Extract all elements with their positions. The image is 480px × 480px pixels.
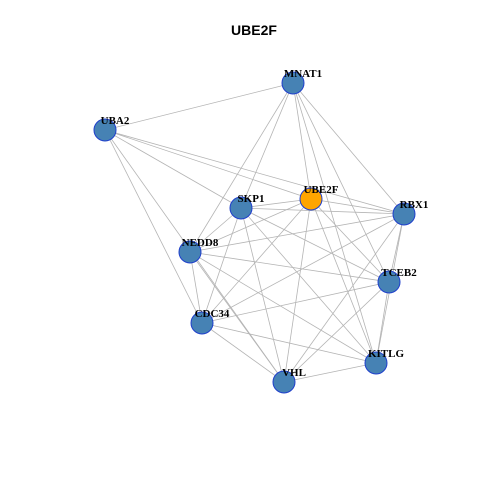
edge-layer — [104, 82, 405, 383]
edge-ube2f-skp1 — [240, 198, 312, 209]
graph-title: UBE2F — [231, 22, 277, 38]
edge-mnat1-kitlg — [292, 82, 377, 364]
edge-cdc34-vhl — [201, 322, 285, 383]
edge-ube2f-nedd8 — [189, 198, 312, 253]
edge-nedd8-rbx1 — [189, 213, 405, 253]
node-ube2f[interactable] — [299, 187, 323, 211]
edge-nedd8-kitlg — [189, 251, 377, 364]
edge-ube2f-vhl — [283, 198, 312, 383]
edge-nedd8-cdc34 — [189, 251, 203, 324]
node-kitlg[interactable] — [364, 351, 388, 375]
edge-mnat1-uba2 — [104, 82, 294, 131]
edge-cdc34-kitlg — [201, 322, 377, 364]
edge-mnat1-nedd8 — [189, 82, 294, 253]
node-nedd8[interactable] — [178, 240, 202, 264]
node-layer — [93, 71, 416, 394]
node-label-cdc34: CDC34 — [195, 308, 230, 320]
edge-kitlg-vhl — [283, 362, 377, 383]
node-label-tceb2: TCEB2 — [381, 267, 417, 279]
edge-ube2f-kitlg — [310, 198, 377, 364]
edge-mnat1-rbx1 — [292, 82, 405, 215]
node-mnat1[interactable] — [281, 71, 305, 95]
edge-mnat1-skp1 — [240, 82, 294, 209]
node-label-ube2f: UBE2F — [304, 184, 339, 196]
node-rbx1[interactable] — [392, 202, 416, 226]
edge-nedd8-tceb2 — [189, 251, 390, 283]
node-tceb2[interactable] — [377, 270, 401, 294]
edge-skp1-rbx1 — [240, 207, 405, 215]
edge-rbx1-vhl — [283, 213, 405, 383]
edge-tceb2-kitlg — [375, 281, 390, 364]
node-label-uba2: UBA2 — [101, 115, 130, 127]
edge-mnat1-ube2f — [292, 82, 312, 200]
edge-uba2-ube2f — [104, 129, 312, 200]
node-uba2[interactable] — [93, 118, 117, 142]
node-label-kitlg: KITLG — [368, 348, 405, 360]
node-cdc34[interactable] — [190, 311, 214, 335]
edge-ube2f-tceb2 — [310, 198, 390, 283]
edge-ube2f-rbx1 — [310, 198, 405, 215]
edge-uba2-rbx1 — [104, 129, 405, 215]
edge-uba2-cdc34 — [104, 129, 203, 324]
edge-tceb2-cdc34 — [201, 281, 390, 324]
edge-uba2-skp1 — [104, 129, 242, 209]
edge-mnat1-tceb2 — [292, 82, 390, 283]
node-label-nedd8: NEDD8 — [182, 237, 219, 249]
edge-skp1-kitlg — [240, 207, 377, 364]
node-label-mnat1: MNAT1 — [284, 68, 322, 80]
edge-nedd8-vhl — [189, 251, 285, 383]
node-label-rbx1: RBX1 — [400, 199, 429, 211]
node-vhl[interactable] — [272, 370, 296, 394]
node-skp1[interactable] — [229, 196, 253, 220]
edge-ube2f-cdc34 — [201, 198, 312, 324]
node-label-skp1: SKP1 — [238, 193, 265, 205]
edge-rbx1-cdc34 — [201, 213, 405, 324]
edge-tceb2-vhl — [283, 281, 390, 383]
edge-skp1-cdc34 — [201, 207, 242, 324]
node-label-vhl: VHL — [282, 367, 306, 379]
